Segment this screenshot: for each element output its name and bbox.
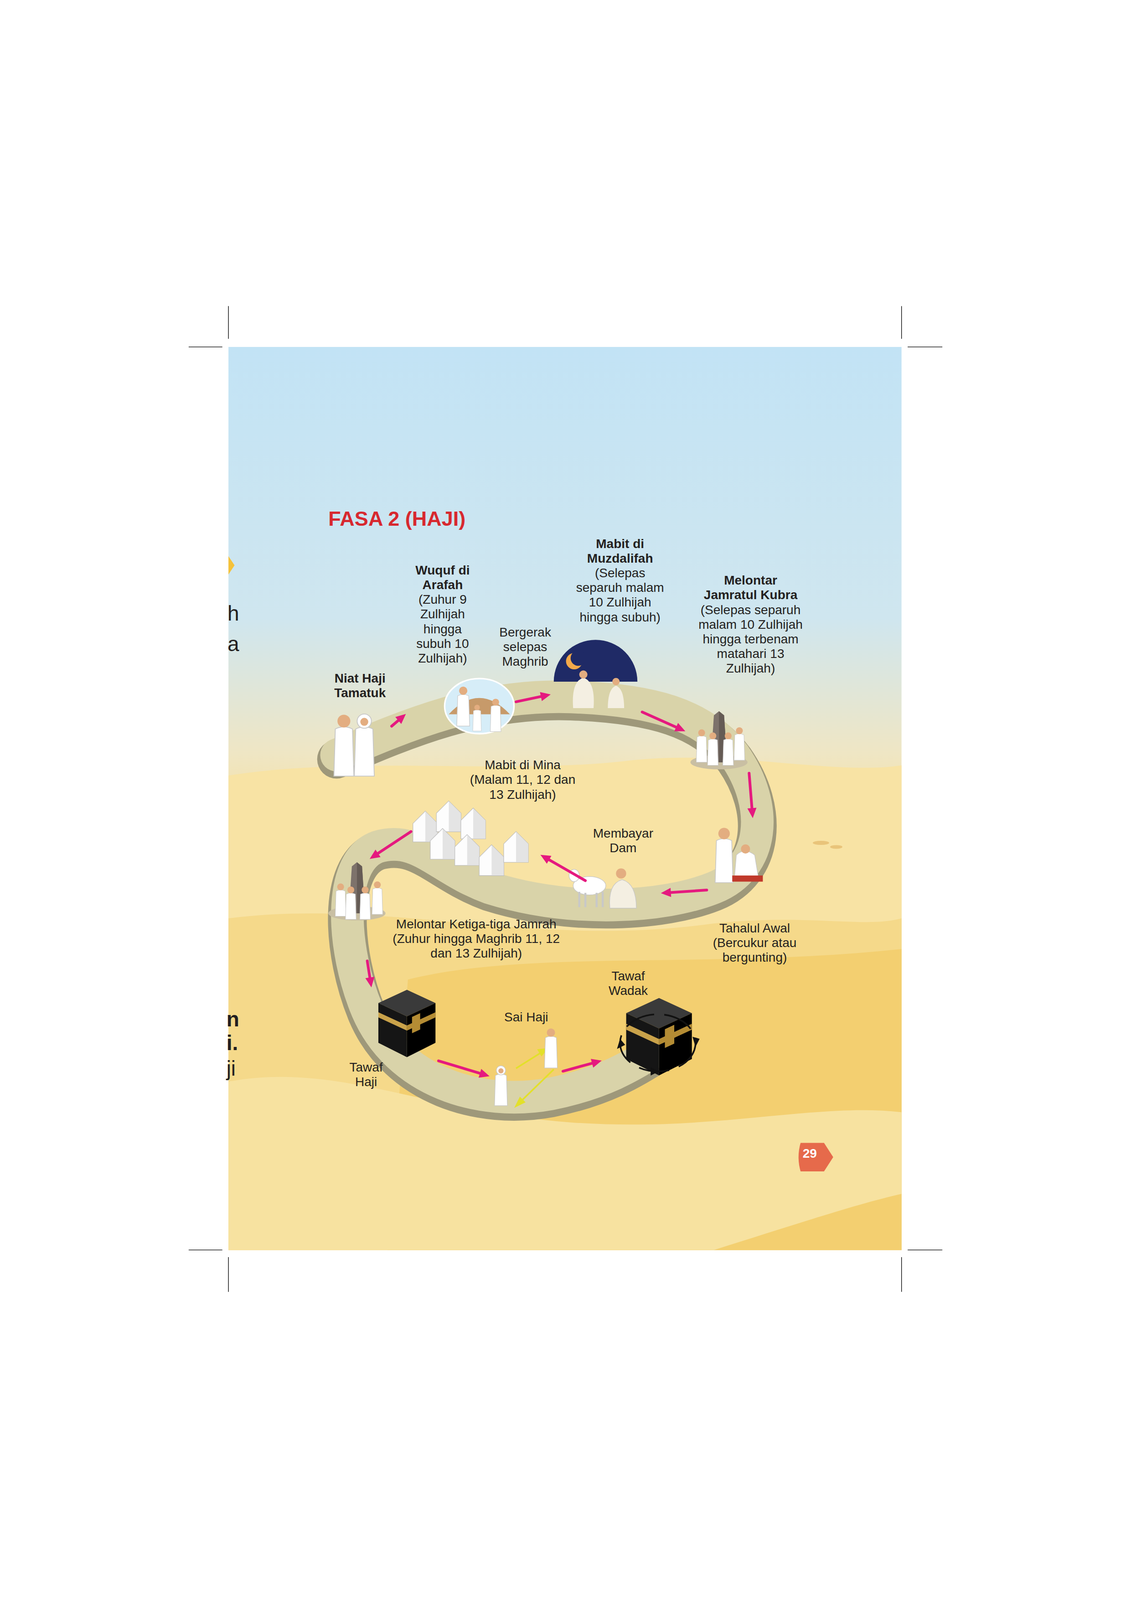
station-heading: Mabit di Mina bbox=[464, 757, 582, 773]
arrow-head bbox=[395, 713, 406, 724]
arrow-head bbox=[540, 854, 552, 864]
station-heading: Wuquf di Arafah bbox=[405, 562, 480, 593]
flow-arrow bbox=[642, 712, 686, 732]
station: Mabit di Mina(Malam 11, 12 dan 13 Zulhij… bbox=[411, 757, 582, 855]
station-text: Tawaf Wadak bbox=[601, 968, 655, 998]
margin-fragment: i. bbox=[226, 1031, 239, 1055]
diagram-title: FASA 2 (HAJI) bbox=[328, 506, 466, 531]
arrow-line bbox=[546, 858, 586, 881]
station-heading: Melontar Jamratul Kubra bbox=[697, 573, 804, 603]
arrow-head bbox=[478, 1068, 490, 1078]
margin-fragment: n bbox=[226, 1007, 240, 1031]
station-heading: Mabit di Muzdalifah bbox=[571, 536, 670, 566]
flow-arrow bbox=[391, 713, 406, 727]
flow-arrow bbox=[438, 1060, 490, 1078]
station-text: Mabit di Muzdalifah(Selepas separuh mala… bbox=[571, 536, 670, 625]
arrow-head bbox=[674, 723, 686, 732]
arrow-line bbox=[668, 889, 708, 893]
flow-arrow bbox=[369, 831, 412, 859]
station-text: Membayar Dam bbox=[585, 826, 662, 856]
arrow-line bbox=[516, 695, 544, 702]
station-note: (Bercukur atau bergunting) bbox=[706, 935, 803, 965]
station-text: Melontar Ketiga-tiga Jamrah(Zuhur hingga… bbox=[385, 916, 568, 961]
flow-arrow bbox=[562, 1058, 602, 1071]
margin-fragment: ji bbox=[226, 1056, 236, 1080]
margin-fragment: a bbox=[227, 632, 240, 656]
station-text: Tahalul Awal(Bercukur atau bergunting) bbox=[706, 920, 803, 966]
station-heading: Tahalul Awal bbox=[706, 920, 803, 936]
page-number: 29 bbox=[802, 1146, 817, 1161]
station: Wuquf di Arafah(Zuhur 9 Zulhijah hingga … bbox=[405, 562, 517, 737]
arrow-head bbox=[661, 887, 672, 897]
arrow-head bbox=[539, 692, 551, 702]
arrow-line bbox=[562, 1062, 595, 1071]
station-note: (Malam 11, 12 dan 13 Zulhijah) bbox=[464, 772, 582, 802]
station: Tawaf Haji bbox=[342, 987, 439, 1090]
arrow-line bbox=[438, 1060, 483, 1075]
station-text: Sai Haji bbox=[503, 1009, 549, 1025]
flow-arrow bbox=[365, 960, 375, 987]
station-note: (Selepas separuh malam 10 Zulhijah hingg… bbox=[697, 602, 804, 677]
margin-fragment: h bbox=[227, 601, 240, 625]
station-text: Melontar Jamratul Kubra(Selepas separuh … bbox=[697, 573, 804, 676]
arrow-head bbox=[369, 849, 381, 859]
arrow-head bbox=[747, 807, 757, 818]
station-note: (Selepas separuh malam 10 Zulhijah hingg… bbox=[571, 565, 670, 625]
station-heading: Sai Haji bbox=[503, 1009, 549, 1025]
station-note: (Zuhur 9 Zulhijah hingga subuh 10 Zulhij… bbox=[405, 592, 480, 666]
station: Melontar Jamratul Kubra(Selepas separuh … bbox=[685, 573, 806, 773]
station: Tahalul Awal(Bercukur atau bergunting) bbox=[706, 817, 803, 965]
station-text: Niat Haji Tamatuk bbox=[328, 671, 392, 701]
arrow-head bbox=[590, 1058, 602, 1068]
station-heading: Melontar Ketiga-tiga Jamrah bbox=[385, 916, 568, 932]
station-heading: Tawaf Haji bbox=[342, 1059, 390, 1090]
station: Melontar Ketiga-tiga Jamrah(Zuhur hingga… bbox=[326, 858, 568, 961]
arrow-line bbox=[748, 773, 753, 811]
flow-arrow bbox=[661, 887, 708, 897]
arrow-line bbox=[375, 831, 411, 855]
station-text: Wuquf di Arafah(Zuhur 9 Zulhijah hingga … bbox=[405, 562, 480, 666]
station: Membayar Dam bbox=[585, 826, 662, 910]
station-text: Mabit di Mina(Malam 11, 12 dan 13 Zulhij… bbox=[464, 757, 582, 802]
station: Tawaf Wadak bbox=[601, 968, 696, 1073]
flow-arrow bbox=[516, 692, 551, 702]
station-heading: Membayar Dam bbox=[585, 826, 662, 856]
station: Mabit di Muzdalifah(Selepas separuh mala… bbox=[550, 536, 672, 713]
arrow-head bbox=[365, 976, 375, 987]
flow-arrow bbox=[540, 854, 586, 881]
edge-label: Bergerak selepas Maghrib bbox=[493, 624, 558, 670]
arrow-line bbox=[367, 960, 371, 980]
arrow-line bbox=[642, 712, 679, 729]
station-text: Tawaf Haji bbox=[342, 1059, 390, 1090]
station-heading: Tawaf Wadak bbox=[601, 968, 655, 998]
station: Niat Haji Tamatuk bbox=[328, 671, 392, 784]
station-heading: Niat Haji Tamatuk bbox=[328, 671, 392, 701]
flow-arrow bbox=[747, 773, 757, 818]
station: Sai Haji bbox=[489, 1009, 563, 1109]
station-note: (Zuhur hingga Maghrib 11, 12 dan 13 Zulh… bbox=[385, 931, 568, 961]
